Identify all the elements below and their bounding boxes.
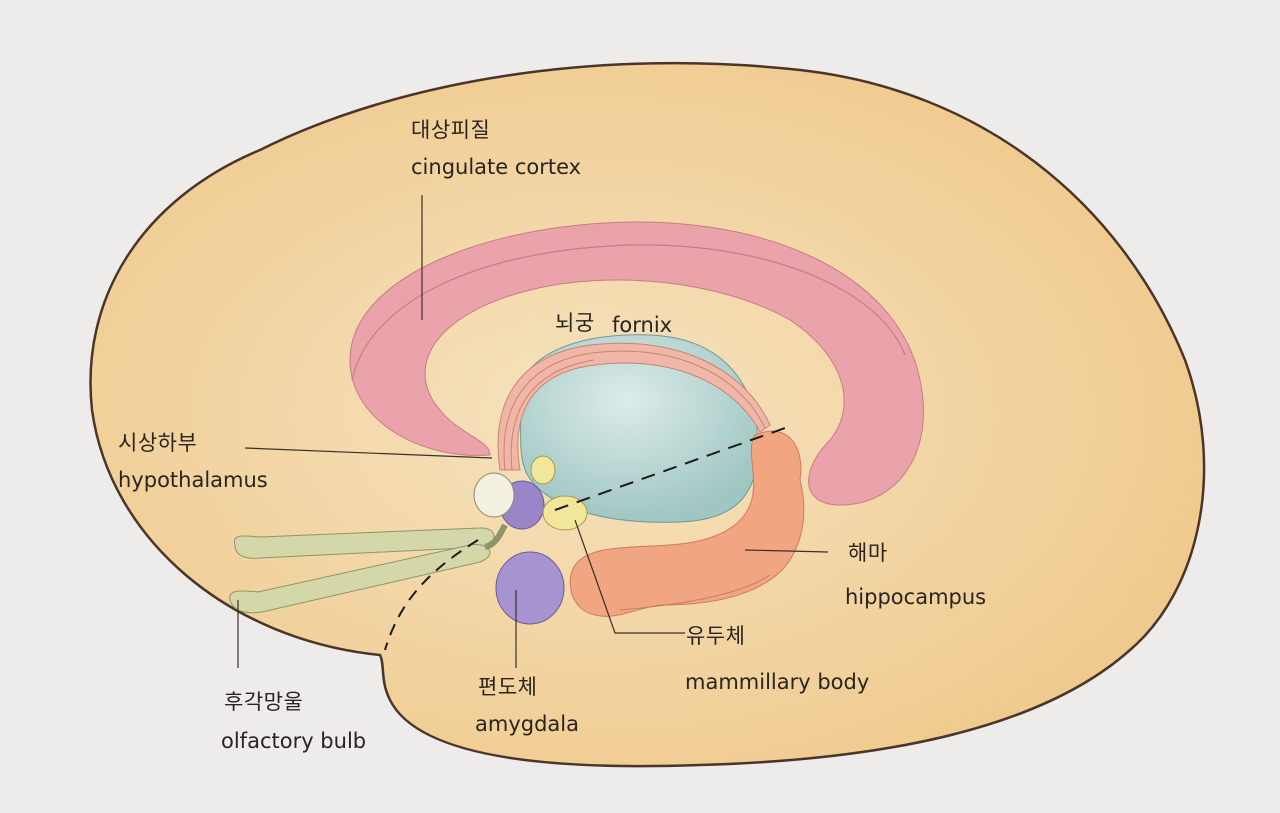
- amygdala: [495, 551, 565, 625]
- leader-hypothalamus: [244, 447, 493, 459]
- dashed-reference-line: [554, 427, 786, 511]
- cingulate-inner-line: [351, 244, 906, 381]
- label-amygdala-ko: 편도체: [478, 675, 538, 699]
- label-hypothalamus-en: hypothalamus: [118, 468, 268, 492]
- label-mammillary-en: mammillary body: [685, 670, 870, 694]
- mammillary-body-upper: [530, 455, 556, 485]
- label-olfactory-ko: 후각망울: [224, 690, 304, 714]
- leader-hippocampus: [744, 549, 829, 553]
- label-fornix-en: fornix: [612, 313, 673, 337]
- label-cingulate-en: cingulate cortex: [411, 155, 582, 179]
- hippocampus-fold-line: [619, 574, 771, 611]
- dashed-olfactory-line: [384, 539, 479, 651]
- fornix-line-1: [503, 350, 766, 471]
- label-mammillary-ko: 유두체: [686, 624, 746, 648]
- leader-mammillary: [574, 519, 685, 634]
- label-fornix-ko: 뇌궁: [555, 311, 595, 335]
- label-hippocampus-ko: 해마: [848, 541, 888, 565]
- hippocampus: [569, 430, 805, 617]
- cingulate-cortex: [349, 221, 924, 506]
- olfactory-tract-lower: [229, 544, 491, 614]
- olfactory-connector: [484, 523, 508, 550]
- fornix-line-2: [510, 359, 595, 471]
- label-hippocampus-en: hippocampus: [845, 585, 987, 609]
- label-cingulate-ko: 대상피질: [411, 118, 491, 142]
- optic-lobule: [473, 472, 515, 518]
- label-olfactory-en: olfactory bulb: [221, 729, 367, 753]
- fornix: [497, 342, 771, 471]
- label-amygdala-en: amygdala: [475, 712, 579, 736]
- label-hypothalamus-ko: 시상하부: [118, 431, 198, 455]
- olfactory-tract-upper: [233, 527, 495, 559]
